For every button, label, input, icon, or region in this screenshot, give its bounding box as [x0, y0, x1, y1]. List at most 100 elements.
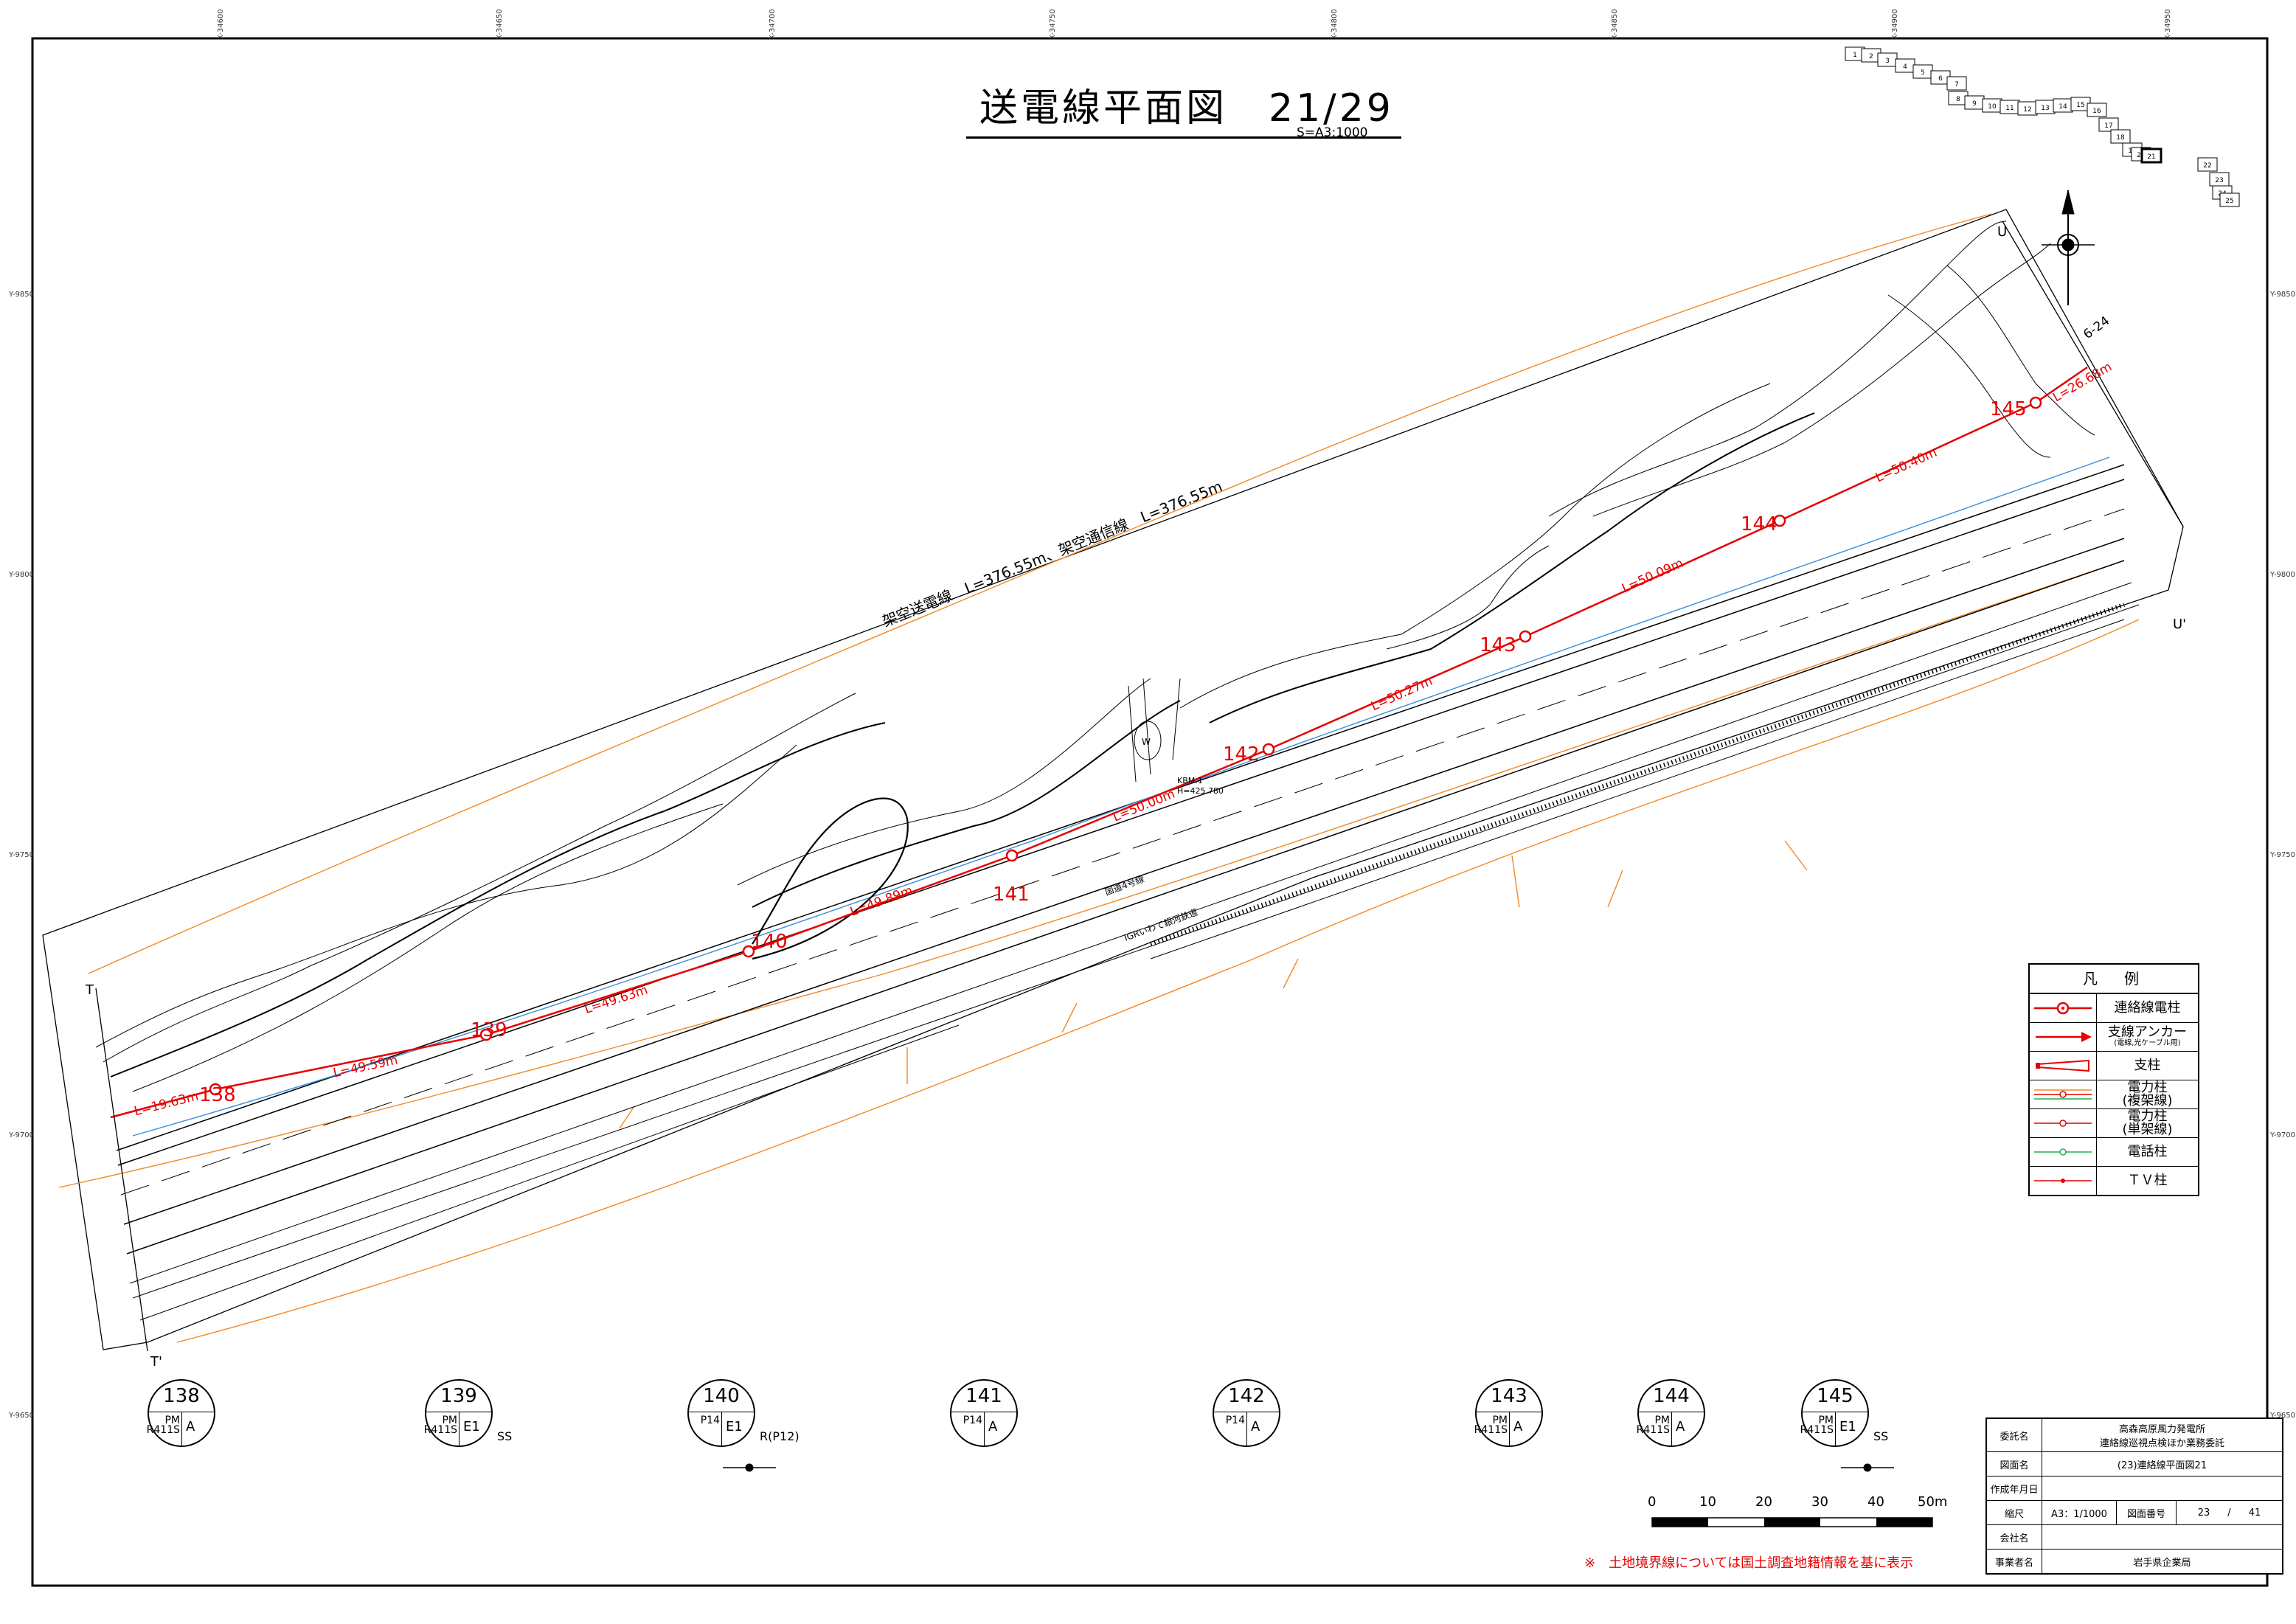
key-map-sheet: 10 — [1982, 98, 2002, 113]
pole-detail-number: 143 — [1491, 1385, 1527, 1407]
key-map: 1234567891011121314151617181920212223242… — [1845, 46, 2240, 207]
key-map-sheet: 17 — [2098, 117, 2119, 132]
legend-row-phone: 電話柱 — [2030, 1138, 2198, 1167]
pole-detail-top: PM — [442, 1415, 457, 1426]
pole-detail-type: P14 — [963, 1415, 982, 1426]
key-map-sheet-number: 12 — [2023, 106, 2031, 114]
pole-marker-142 — [1262, 743, 1275, 756]
grid-tick-label: Y-9750 — [9, 851, 34, 859]
key-map-sheet-number: 1 — [1853, 52, 1857, 59]
grid-tick-label: Y-9650 — [9, 1412, 34, 1420]
drawing-key: 図面名 — [1987, 1452, 2042, 1476]
legend: 凡 例 連絡線電柱 支線アンカー(電線,光ケーブル用) 支柱 電力柱(複架線) — [2028, 963, 2199, 1196]
drawing-no-b: 41 — [2248, 1507, 2261, 1519]
pole-detail-number: 139 — [440, 1385, 477, 1407]
pole-number-label: 142 — [1223, 743, 1260, 766]
grid-tick-label: X-34750 — [1049, 9, 1057, 40]
legend-row-power-double: 電力柱(複架線) — [2030, 1080, 2198, 1109]
pole-detail-right: A — [1251, 1419, 1260, 1434]
stay-anchor-icon — [2030, 1023, 2097, 1051]
power-pole-single-icon — [2030, 1109, 2097, 1137]
pole-detail-number: 138 — [163, 1385, 200, 1407]
key-map-sheet: 11 — [2000, 100, 2020, 114]
legend-label: ＴＶ柱 — [2127, 1173, 2168, 1188]
pole-detail-right: A — [186, 1419, 195, 1434]
pole-detail-right: E1 — [1839, 1419, 1856, 1434]
key-map-sheet-number: 14 — [2059, 103, 2067, 111]
pole-detail-left: P14 — [1225, 1415, 1245, 1426]
legend-label: 支柱 — [2134, 1058, 2161, 1073]
date-key: 作成年月日 — [1987, 1476, 2042, 1500]
tv-pole-icon — [2030, 1167, 2097, 1195]
section-mark-t: T — [85, 982, 94, 998]
pole-detail-number: 140 — [703, 1385, 740, 1407]
grid-tick-label: Y-9650 — [2270, 1412, 2295, 1420]
pole-detail-divider — [181, 1412, 182, 1446]
pole-marker-138 — [209, 1083, 222, 1096]
grid-tick-label: Y-9800 — [2270, 571, 2295, 579]
pole-detail-divider — [721, 1412, 722, 1446]
pole-number-label: 141 — [993, 884, 1030, 906]
grid-tick-label: Y-9800 — [9, 571, 34, 579]
pole-detail-divider — [1671, 1412, 1672, 1446]
drawing-no-a: 23 — [2197, 1507, 2210, 1519]
pole-marker-141 — [1005, 849, 1019, 862]
land-boundary-lines — [58, 213, 2140, 1343]
key-map-sheet-number: 13 — [2041, 105, 2049, 112]
grid-tick-label: X-34850 — [1611, 9, 1619, 40]
scale-label: 50m — [1918, 1494, 1948, 1510]
boundary-note: ※ 土地境界線については国土調査地籍情報を基に表示 — [1584, 1555, 1914, 1571]
key-map-sheet: 22 — [2197, 157, 2218, 172]
pole-detail-divider — [1835, 1412, 1836, 1446]
key-map-sheet-number: 10 — [1988, 103, 1997, 111]
pole-detail-extra: R(P12) — [760, 1429, 800, 1443]
contour-lines — [95, 221, 2095, 1092]
owner-key: 事業者名 — [1987, 1550, 2042, 1573]
scale-key: 縮尺 — [1987, 1501, 2042, 1524]
client-key: 委託名 — [1987, 1419, 2042, 1451]
pole-detail-number: 141 — [965, 1385, 1002, 1407]
pole-detail-top: PM — [1818, 1415, 1834, 1426]
strut-icon — [2030, 1052, 2097, 1080]
drawing-no-key: 図面番号 — [2117, 1501, 2177, 1524]
pole-detail-number: 142 — [1228, 1385, 1265, 1407]
key-map-sheet-number: 23 — [2215, 177, 2223, 184]
pole-marker-144 — [1773, 514, 1786, 527]
grid-tick-label: Y-9700 — [9, 1131, 34, 1139]
bm-height-label: H=425.780 — [1177, 786, 1224, 796]
pole-number-label: 138 — [199, 1084, 236, 1106]
pole-detail-left: R411S — [1800, 1424, 1834, 1436]
key-map-sheet-number: 9 — [1972, 100, 1977, 108]
pole-detail-extra: SS — [497, 1429, 513, 1443]
key-map-sheet-number: 15 — [2076, 102, 2084, 109]
pole-detail-left: R411S — [146, 1424, 180, 1436]
scale-label: 20 — [1755, 1494, 1772, 1510]
section-mark-t-prime: T' — [150, 1354, 162, 1370]
section-mark-u-prime: U' — [2173, 617, 2186, 632]
pole-detail-number: 144 — [1653, 1385, 1690, 1407]
legend-title: 凡 例 — [2030, 965, 2198, 994]
legend-sublabel: (単架線) — [2122, 1122, 2173, 1137]
pole-detail-top: PM — [164, 1415, 180, 1426]
grid-tick-label: Y-9850 — [2270, 291, 2295, 299]
key-map-sheet-number: 18 — [2116, 134, 2125, 142]
company-key: 会社名 — [1987, 1525, 2042, 1549]
drawing-title: 送電線平面図 21/29 — [966, 77, 1401, 139]
legend-sublabel: (複架線) — [2122, 1093, 2173, 1108]
date-value — [2042, 1476, 2282, 1500]
client-name: 高森高原風力発電所 — [2118, 1424, 2205, 1435]
grid-tick-label: X-34600 — [217, 9, 225, 40]
key-map-sheet-number: 7 — [1955, 81, 1959, 89]
key-map-sheet-number: 16 — [2092, 108, 2101, 115]
